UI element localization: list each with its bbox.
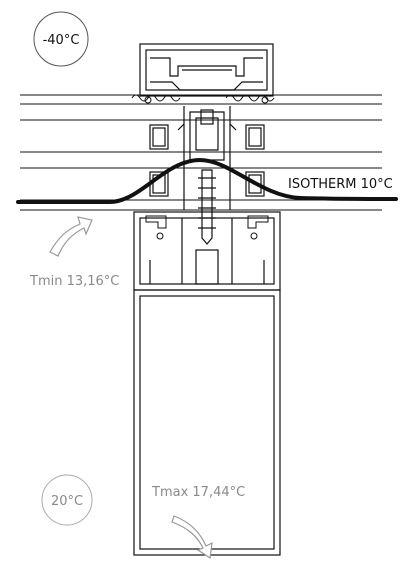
outside-temperature-badge: -40°C <box>33 11 89 67</box>
isotherm-curve <box>16 157 398 204</box>
outside-temperature-label: -40°C <box>43 33 80 48</box>
cap-profile <box>139 43 274 97</box>
tmin-label: Tmin 13,16°C <box>29 274 119 289</box>
mullion-main-chamber <box>133 289 281 556</box>
inside-temperature-label: 20°C <box>51 494 83 509</box>
inside-temperature-badge: 20°C <box>41 474 93 526</box>
thermal-break <box>177 106 237 210</box>
mullion-upper-chamber <box>133 211 281 291</box>
tmin-arrow-icon <box>49 216 93 257</box>
tmax-arrow-icon <box>171 515 213 560</box>
isotherm-label: ISOTHERM 10°C <box>288 177 393 192</box>
fixing-screw <box>198 169 216 245</box>
tmax-label: Tmax 17,44°C <box>151 485 245 500</box>
cap-gaskets <box>131 94 275 104</box>
mullion-clips <box>145 215 269 240</box>
